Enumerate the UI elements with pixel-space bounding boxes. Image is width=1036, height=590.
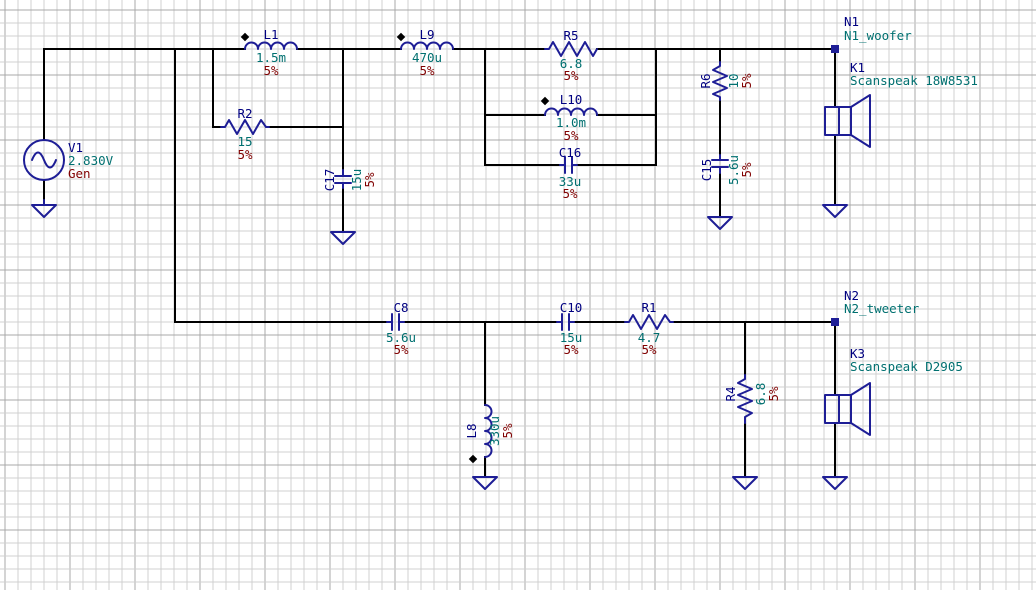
- speaker-k3-model: Scanspeak D2905: [850, 359, 963, 374]
- inductor-l9-value: 470u: [412, 50, 442, 65]
- inductor-l10-tolerance: 5%: [563, 128, 579, 143]
- capacitor-c8[interactable]: C8 5.6u 5%: [386, 300, 416, 357]
- inductor-l9[interactable]: L9 470u 5%: [396, 27, 454, 78]
- capacitor-c17-name: C17: [322, 169, 337, 192]
- speaker-k1[interactable]: K1 Scanspeak 18W8531: [824, 60, 978, 148]
- capacitor-c16-value: 33u: [559, 174, 582, 189]
- ground-v1: [31, 199, 57, 218]
- ground-c17: [330, 231, 356, 245]
- wires: [43, 48, 836, 478]
- node-n1[interactable]: N1 N1_woofer: [831, 14, 912, 53]
- resistor-r6-value: 10: [726, 73, 741, 88]
- capacitor-c10-value: 15u: [560, 330, 583, 345]
- resistor-r4-tolerance: 5%: [766, 386, 781, 402]
- capacitor-c15-tolerance: 5%: [739, 162, 754, 178]
- capacitor-c8-tolerance: 5%: [393, 342, 409, 357]
- speaker-k1-name: K1: [850, 60, 865, 75]
- inductor-l1-tolerance: 5%: [263, 63, 279, 78]
- inductor-l1[interactable]: L1 1.5m 5%: [240, 27, 298, 78]
- resistor-r4-name: R4: [723, 386, 738, 401]
- capacitor-c8-name: C8: [393, 300, 408, 315]
- generator-v1-name: V1: [68, 140, 83, 155]
- resistor-r4-value: 6.8: [753, 383, 768, 406]
- inductor-l8-tolerance: 5%: [500, 423, 515, 439]
- capacitor-c10-tolerance: 5%: [563, 342, 579, 357]
- capacitor-c17-value: 15u: [349, 169, 364, 192]
- inductor-l10[interactable]: L10 1.0m 5%: [540, 92, 598, 143]
- node-n2-name: N2: [844, 288, 859, 303]
- resistor-r6[interactable]: R6 10 5%: [698, 61, 754, 101]
- resistor-r6-name: R6: [698, 73, 713, 88]
- ground-k3: [822, 476, 848, 490]
- capacitor-c15-value: 5.6u: [726, 155, 741, 185]
- capacitor-c15[interactable]: C15 5.6u 5%: [699, 154, 754, 185]
- resistor-r5-name: R5: [563, 28, 578, 43]
- resistor-r1-name: R1: [641, 300, 656, 315]
- ground-c15: [707, 216, 733, 230]
- resistor-r2[interactable]: R2 15 5%: [220, 106, 270, 162]
- inductor-l9-name: L9: [419, 27, 434, 42]
- capacitor-c15-name: C15: [699, 159, 714, 182]
- ground-r4: [732, 476, 758, 490]
- capacitor-c17[interactable]: C17 15u 5%: [322, 169, 377, 192]
- inductor-l8-name: L8: [464, 423, 479, 438]
- capacitor-c17-tolerance: 5%: [362, 172, 377, 188]
- speaker-k3-name: K3: [850, 346, 865, 361]
- inductor-l10-value: 1.0m: [556, 115, 586, 130]
- resistor-r2-tolerance: 5%: [237, 147, 253, 162]
- capacitor-c16[interactable]: C16 33u 5%: [559, 145, 582, 201]
- node-n2-label: N2_tweeter: [844, 301, 920, 316]
- speaker-k1-model: Scanspeak 18W8531: [850, 73, 978, 88]
- generator-v1-value: 2.830V: [68, 153, 114, 168]
- node-n1-label: N1_woofer: [844, 28, 912, 43]
- resistor-r2-name: R2: [237, 106, 252, 121]
- ground-k1: [822, 204, 848, 218]
- ground-l8: [472, 476, 498, 490]
- resistor-r4[interactable]: R4 6.8 5%: [723, 374, 781, 424]
- speaker-k3[interactable]: K3 Scanspeak D2905: [824, 346, 963, 436]
- inductor-l10-name: L10: [560, 92, 583, 107]
- node-n1-name: N1: [844, 14, 859, 29]
- generator-v1-label: Gen: [68, 166, 91, 181]
- inductor-l8-value: 330u: [487, 416, 502, 446]
- generator-v1[interactable]: V1 2.830V Gen: [23, 139, 114, 181]
- resistor-r5-value: 6.8: [560, 56, 583, 71]
- capacitor-c16-name: C16: [559, 145, 582, 160]
- inductor-l1-value: 1.5m: [256, 50, 286, 65]
- capacitor-c8-value: 5.6u: [386, 330, 416, 345]
- capacitor-c16-tolerance: 5%: [562, 186, 578, 201]
- capacitor-c10[interactable]: C10 15u 5%: [556, 300, 583, 357]
- inductor-l1-name: L1: [263, 27, 278, 42]
- resistor-r1-value: 4.7: [638, 330, 661, 345]
- resistor-r1[interactable]: R1 4.7 5%: [624, 300, 674, 357]
- resistor-r1-tolerance: 5%: [641, 342, 657, 357]
- capacitor-c10-name: C10: [560, 300, 583, 315]
- node-n2[interactable]: N2 N2_tweeter: [831, 288, 920, 326]
- resistor-r6-tolerance: 5%: [739, 73, 754, 89]
- resistor-r5[interactable]: R5 6.8 5%: [544, 28, 598, 83]
- resistor-r5-tolerance: 5%: [563, 68, 579, 83]
- inductor-l9-tolerance: 5%: [419, 63, 435, 78]
- resistor-r2-value: 15: [237, 134, 252, 149]
- inductor-l8[interactable]: L8 330u 5%: [464, 404, 515, 464]
